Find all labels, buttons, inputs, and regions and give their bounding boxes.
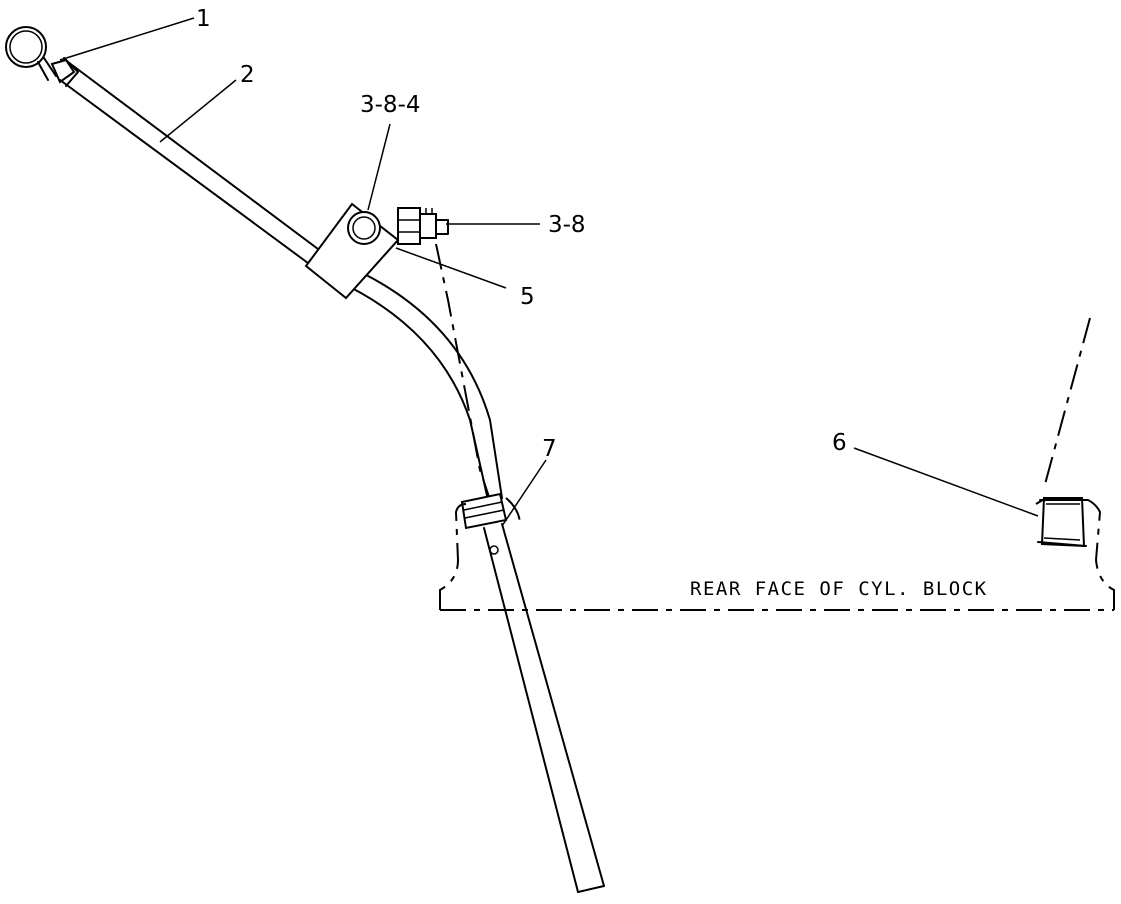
tube-clip-bracket <box>304 202 400 300</box>
callout-3-8-4: 3-8-4 <box>360 92 421 118</box>
callout-2: 2 <box>240 62 255 88</box>
dipstick-tube-bend <box>339 267 503 501</box>
tube-seal-grommet <box>460 492 508 530</box>
callout-1: 1 <box>196 6 211 32</box>
block-boss-left <box>439 497 521 610</box>
assembly-centerline-right <box>1043 317 1091 489</box>
assembly-centerline-left <box>435 243 491 501</box>
plug-part-6 <box>1037 497 1089 548</box>
callout-6: 6 <box>832 430 847 456</box>
dipstick-tube-upper <box>59 57 323 267</box>
callout-5: 5 <box>520 284 535 310</box>
callout-7: 7 <box>542 436 557 462</box>
leader-lines <box>59 17 1039 527</box>
callout-3-8: 3-8 <box>548 212 586 238</box>
rear-face-caption: REAR FACE OF CYL. BLOCK <box>690 578 988 600</box>
bolt-fastener <box>397 207 449 245</box>
dipstick-handle-ring <box>5 26 76 84</box>
dipstick-gauge-rod <box>483 523 605 893</box>
